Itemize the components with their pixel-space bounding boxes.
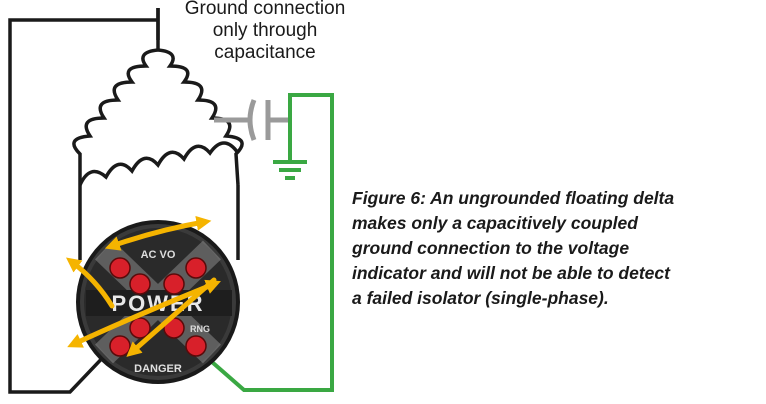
voltage-indicator-device: AC VO POWER RNG DANGER bbox=[76, 220, 240, 384]
label-line: capacitance bbox=[214, 42, 316, 63]
device-marking-right: RNG bbox=[190, 324, 210, 334]
ground-connection-label: Ground connection only through capacitan… bbox=[150, 0, 380, 64]
figure-caption: Figure 6: An ungrounded floating delta m… bbox=[352, 186, 764, 311]
ground-wire bbox=[210, 93, 334, 392]
field-arrows bbox=[66, 215, 221, 357]
label-line: Ground connection bbox=[184, 0, 346, 19]
caption-line: Figure 6: An ungrounded floating delta bbox=[352, 188, 675, 208]
led bbox=[185, 257, 207, 279]
label-line: only through bbox=[212, 20, 318, 41]
arrow-icon bbox=[104, 215, 212, 251]
led bbox=[129, 273, 151, 295]
caption-line: makes only a capacitively coupled bbox=[352, 213, 638, 233]
capacitor-symbol bbox=[214, 99, 290, 141]
arrow-icon bbox=[126, 277, 217, 357]
led bbox=[163, 273, 185, 295]
device-warning: DANGER bbox=[134, 363, 182, 375]
arrow-icon bbox=[67, 279, 221, 348]
ground-icon bbox=[273, 160, 307, 180]
caption-line: indicator and will not be able to detect bbox=[352, 263, 670, 283]
led bbox=[185, 335, 207, 357]
caption-line: ground connection to the voltage bbox=[352, 238, 630, 258]
device-marking-top: AC VO bbox=[141, 249, 176, 261]
led bbox=[109, 257, 131, 279]
led bbox=[129, 317, 151, 339]
led bbox=[109, 335, 131, 357]
delta-winding bbox=[72, 48, 244, 186]
caption-line: a failed isolator (single-phase). bbox=[352, 288, 609, 308]
